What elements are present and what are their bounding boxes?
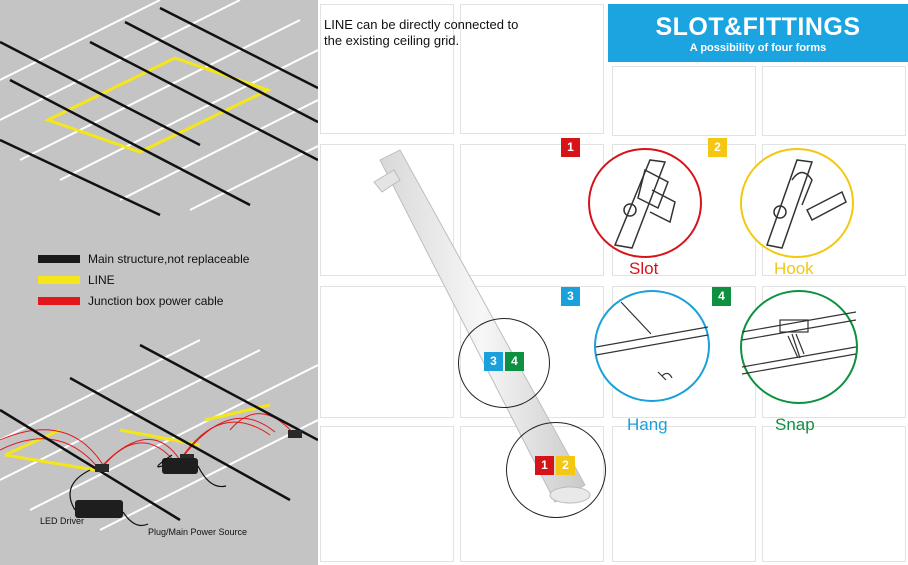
legend-swatch-yellow xyxy=(38,275,80,284)
form-badge-4: 4 xyxy=(712,287,731,306)
form-label-hook: Hook xyxy=(774,259,814,278)
intro-line: LINE can be directly connected to xyxy=(324,17,519,32)
profile-badge-4: 4 xyxy=(505,352,524,371)
hook-detail-icon xyxy=(766,159,847,249)
tile xyxy=(320,426,454,562)
legend: Main structure,not replaceable LINE Junc… xyxy=(38,248,249,311)
ceiling-grid-illustration xyxy=(0,0,318,531)
tile xyxy=(762,426,906,562)
banner-title: SLOT&FITTINGS xyxy=(655,13,861,41)
legend-swatch-red xyxy=(38,296,80,305)
tile xyxy=(320,4,454,134)
profile-badge-1: 1 xyxy=(535,456,554,475)
legend-item-junction-box: Junction box power cable xyxy=(38,290,249,311)
legend-label: LINE xyxy=(88,272,115,287)
slot-detail-circle xyxy=(588,148,702,258)
intro-line: the existing ceiling grid. xyxy=(324,33,460,48)
legend-item-main-structure: Main structure,not replaceable xyxy=(38,248,249,269)
profile-badge-2: 2 xyxy=(556,456,575,475)
banner-subtitle: A possibility of four forms xyxy=(689,42,827,54)
slot-detail-icon xyxy=(613,159,676,249)
snap-detail-icon xyxy=(741,311,857,375)
hang-detail-circle xyxy=(594,290,710,402)
tile xyxy=(460,4,604,134)
form-label-slot: Slot xyxy=(629,259,659,278)
form-label-snap: Snap xyxy=(775,415,815,434)
profile-badge-3: 3 xyxy=(484,352,503,371)
hook-detail-circle xyxy=(740,148,854,258)
snap-detail-circle xyxy=(740,290,858,404)
form-badge-1: 1 xyxy=(561,138,580,157)
profile-top-circle xyxy=(458,318,550,408)
tile xyxy=(460,144,604,276)
legend-item-line: LINE xyxy=(38,269,249,290)
legend-label: Junction box power cable xyxy=(88,293,224,308)
tile xyxy=(612,66,756,136)
tile xyxy=(612,426,756,562)
form-badge-3: 3 xyxy=(561,287,580,306)
intro-text: LINE can be directly connected to the ex… xyxy=(324,17,574,49)
tile xyxy=(320,286,454,418)
left-panel: Main structure,not replaceable LINE Junc… xyxy=(0,0,318,565)
led-driver-caption: LED Driver xyxy=(40,516,85,526)
legend-label: Main structure,not replaceable xyxy=(88,251,250,266)
form-badge-2: 2 xyxy=(708,138,727,157)
tile xyxy=(762,66,906,136)
plug-caption: Plug/Main Power Source xyxy=(148,527,248,537)
legend-swatch-black xyxy=(38,254,80,263)
profile-bottom-circle xyxy=(506,422,606,518)
hang-detail-icon xyxy=(595,301,709,381)
slot-fittings-banner: SLOT&FITTINGS A possibility of four form… xyxy=(608,4,908,62)
form-label-hang: Hang xyxy=(627,415,668,434)
